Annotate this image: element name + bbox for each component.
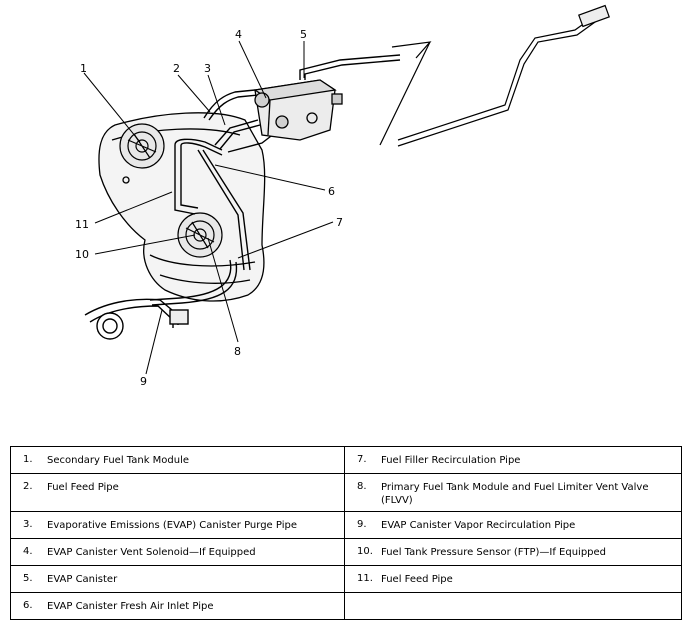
callout-6: 6 bbox=[328, 185, 335, 198]
legend-row: 6. EVAP Canister Fresh Air Inlet Pipe bbox=[10, 592, 682, 620]
legend-cell: 3. Evaporative Emissions (EVAP) Canister … bbox=[10, 511, 345, 539]
callout-labels: 1 2 3 4 5 6 7 8 9 10 11 bbox=[75, 28, 343, 388]
legend-text: EVAP Canister Vapor Recirculation Pipe bbox=[381, 520, 576, 531]
leader-lines bbox=[83, 40, 334, 375]
legend-number: 1. bbox=[23, 454, 33, 465]
callout-2: 2 bbox=[173, 62, 180, 75]
legend-text: Fuel Feed Pipe bbox=[381, 574, 453, 585]
legend-row: 2. Fuel Feed Pipe 8. Primary Fuel Tank Mod… bbox=[10, 473, 682, 512]
legend-number: 10. bbox=[357, 546, 373, 557]
callout-9: 9 bbox=[140, 375, 147, 388]
legend-number: 3. bbox=[23, 519, 33, 530]
secondary-fuel-tank-module bbox=[119, 123, 165, 169]
legend-text: Fuel Feed Pipe bbox=[47, 482, 119, 493]
legend-text: Secondary Fuel Tank Module bbox=[47, 455, 190, 466]
legend-text: Fuel Tank Pressure Sensor (FTP)—If Equip… bbox=[381, 547, 607, 558]
legend-cell: 7. Fuel Filler Recirculation Pipe bbox=[344, 446, 682, 474]
callout-5: 5 bbox=[300, 28, 307, 41]
legend-number: 9. bbox=[357, 519, 367, 530]
legend-number: 5. bbox=[23, 573, 33, 584]
legend-cell: 1. Secondary Fuel Tank Module bbox=[10, 446, 345, 474]
callout-8: 8 bbox=[234, 345, 241, 358]
legend-text: Primary Fuel Tank Module and Fuel Limite… bbox=[381, 482, 649, 506]
evap-canister bbox=[253, 79, 343, 141]
legend-row: 1. Secondary Fuel Tank Module 7. Fuel Fill… bbox=[10, 446, 682, 474]
callout-4: 4 bbox=[235, 28, 242, 41]
legend-number: 11. bbox=[357, 573, 373, 584]
legend-cell: 11. Fuel Feed Pipe bbox=[344, 565, 682, 593]
legend-number: 4. bbox=[23, 546, 33, 557]
legend-row: 4. EVAP Canister Vent Solenoid—If Equippe… bbox=[10, 538, 682, 566]
legend-text: EVAP Canister Vent Solenoid—If Equipped bbox=[47, 547, 256, 558]
legend-text: Fuel Filler Recirculation Pipe bbox=[381, 455, 521, 466]
legend-cell: 2. Fuel Feed Pipe bbox=[10, 473, 345, 512]
legend-cell: 8. Primary Fuel Tank Module and Fuel Limi… bbox=[344, 473, 682, 512]
fuel-system-diagram: 1 2 3 4 5 6 7 8 9 10 11 bbox=[75, 4, 610, 388]
legend-text: EVAP Canister Fresh Air Inlet Pipe bbox=[47, 601, 214, 612]
callout-7: 7 bbox=[336, 216, 343, 229]
fresh-air-inlet-pipe bbox=[299, 54, 401, 80]
legend-table: 1. Secondary Fuel Tank Module 7. Fuel Fill… bbox=[10, 446, 682, 620]
legend-text: EVAP Canister bbox=[47, 574, 118, 585]
filler-neck-assembly bbox=[84, 298, 189, 340]
legend-cell: 9. EVAP Canister Vapor Recirculation Pipe bbox=[344, 511, 682, 539]
callout-1: 1 bbox=[80, 62, 87, 75]
primary-fuel-tank-module bbox=[177, 212, 223, 258]
legend-text: Evaporative Emissions (EVAP) Canister Pu… bbox=[47, 520, 297, 531]
callout-10: 10 bbox=[75, 248, 89, 261]
legend-number: 6. bbox=[23, 600, 33, 611]
fuel-pipes bbox=[149, 89, 276, 306]
detail-view bbox=[379, 4, 610, 147]
legend-number: 2. bbox=[23, 481, 33, 492]
legend-row: 5. EVAP Canister 11. Fuel Feed Pipe bbox=[10, 565, 682, 593]
legend-cell: 10. Fuel Tank Pressure Sensor (FTP)—If Eq… bbox=[344, 538, 682, 566]
legend-cell: 5. EVAP Canister bbox=[10, 565, 345, 593]
legend-row: 3. Evaporative Emissions (EVAP) Canister … bbox=[10, 511, 682, 539]
callout-11: 11 bbox=[75, 218, 89, 231]
legend-cell: 4. EVAP Canister Vent Solenoid—If Equippe… bbox=[10, 538, 345, 566]
callout-3: 3 bbox=[204, 62, 211, 75]
legend-number: 8. bbox=[357, 481, 367, 492]
legend-cell-empty bbox=[344, 592, 682, 620]
legend-cell: 6. EVAP Canister Fresh Air Inlet Pipe bbox=[10, 592, 345, 620]
legend-number: 7. bbox=[357, 454, 367, 465]
